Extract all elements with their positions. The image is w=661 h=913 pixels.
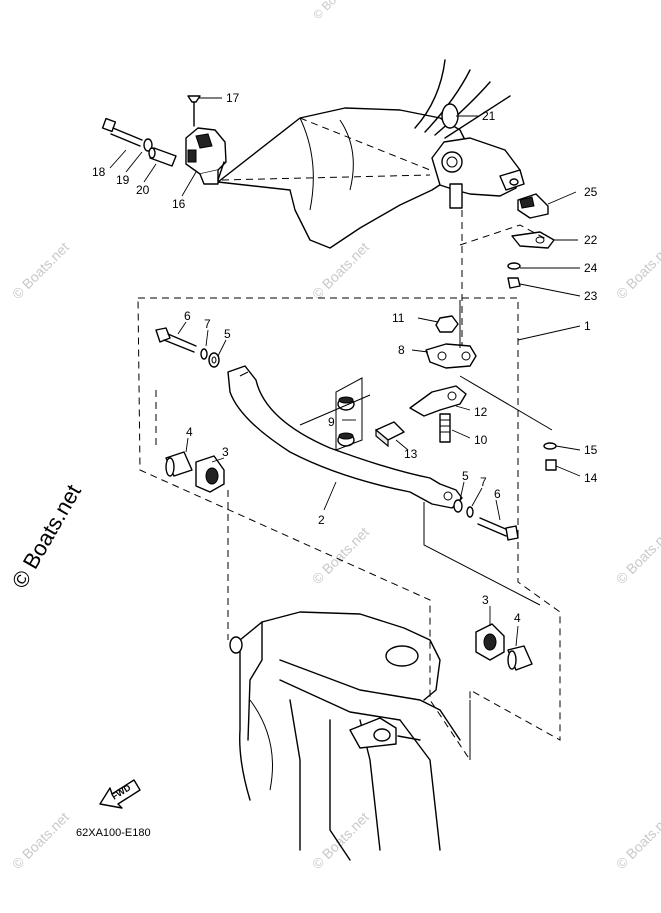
watermark: © Boats.net [309,809,372,872]
bracket-16-group [101,95,227,185]
link-parts-22-25 [459,193,555,289]
callout-9: 9 [328,415,335,429]
bushing-and-nut-right [475,623,533,671]
callout-4: 4 [186,425,193,439]
callout-17: 17 [226,91,240,105]
swivel-bracket [229,611,471,861]
callout-11: 11 [392,311,405,325]
watermark: © Boats.net [309,239,372,302]
callout-16: 16 [172,197,186,211]
callout-25: 25 [584,185,598,199]
lever-assembly [155,300,557,606]
callout-1: 1 [584,319,591,333]
callout-22: 22 [584,233,598,247]
fwd-arrow: FWD [99,779,141,809]
callout-labels: 17 21 18 19 20 16 25 22 24 23 1 11 8 12 … [92,91,598,625]
callout-6: 6 [494,487,501,501]
watermark: © Boats.net [9,809,72,872]
drawing-code: 62XA100-E180 [76,827,151,839]
upper-bracket-assembly [217,59,525,249]
watermark-large: © Boats.net [7,480,86,592]
callout-6: 6 [184,309,191,323]
callout-14: 14 [584,471,598,485]
callout-7: 7 [480,475,487,489]
callout-8: 8 [398,343,405,357]
watermark: © Boats.net [310,0,365,22]
callout-4: 4 [514,611,521,625]
callout-21: 21 [482,109,496,123]
bushing-and-nut-left [155,390,229,640]
callout-13: 13 [404,447,418,461]
watermark: © Boats.net [9,239,72,302]
callout-20: 20 [136,183,150,197]
callout-12: 12 [474,405,488,419]
callout-3: 3 [482,593,489,607]
callout-18: 18 [92,165,106,179]
watermark: © Boats.net [309,524,372,587]
callout-leaders [109,97,581,647]
callout-5: 5 [462,469,469,483]
callout-19: 19 [116,173,130,187]
watermark: © Boats.net [613,809,661,872]
callout-24: 24 [584,261,598,275]
callout-10: 10 [474,433,488,447]
watermark-layer: © Boats.net © Boats.net © Boats.net © Bo… [9,0,661,872]
callout-7: 7 [204,317,211,331]
assembly-1-box [137,297,561,762]
callout-2: 2 [318,513,325,527]
callout-15: 15 [584,443,598,457]
watermark: © Boats.net [613,524,661,587]
callout-23: 23 [584,289,598,303]
callout-5: 5 [224,327,231,341]
callout-3: 3 [222,445,229,459]
watermark: © Boats.net [613,239,661,302]
